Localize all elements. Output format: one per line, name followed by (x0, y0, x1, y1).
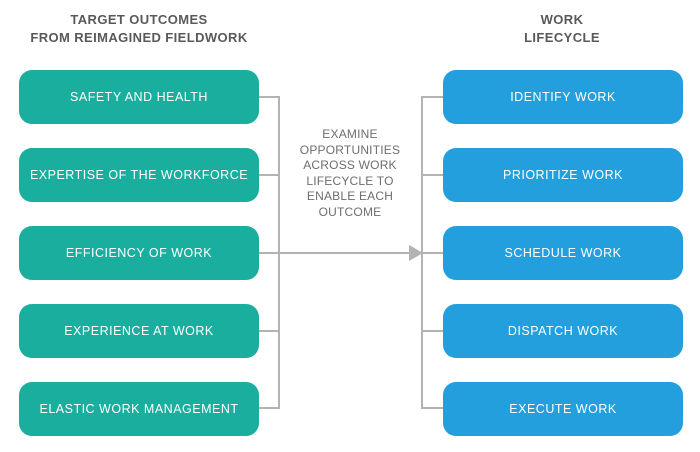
outcome-box-safety-and-health[interactable]: SAFETY AND HEALTH (19, 70, 259, 124)
left-column-heading: TARGET OUTCOMES FROM REIMAGINED FIELDWOR… (14, 11, 264, 47)
connector-left-2 (259, 252, 280, 254)
left-column-heading-line2: FROM REIMAGINED FIELDWORK (30, 30, 248, 45)
outcome-label: SAFETY AND HEALTH (70, 89, 208, 104)
outcome-label: EXPERTISE OF THE WORKFORCE (29, 167, 249, 182)
right-column-heading-line1: WORK (540, 12, 584, 27)
outcome-box-expertise-of-the-workforce[interactable]: EXPERTISE OF THE WORKFORCE (19, 148, 259, 202)
outcome-label: EXPERIENCE AT WORK (64, 323, 214, 338)
outcome-box-experience-at-work[interactable]: EXPERIENCE AT WORK (19, 304, 259, 358)
outcome-label: EFFICIENCY OF WORK (65, 245, 213, 260)
outcome-box-efficiency-of-work[interactable]: EFFICIENCY OF WORK (19, 226, 259, 280)
connector-left-1 (259, 174, 280, 176)
connector-left-0 (259, 96, 280, 98)
connector-right-1 (421, 174, 443, 176)
center-connector-line (278, 252, 412, 254)
stage-label: SCHEDULE WORK (504, 245, 622, 260)
center-caption: EXAMINE OPPORTUNITIES ACROSS WORK LIFECY… (299, 127, 401, 219)
connector-right-2 (421, 252, 443, 254)
arrow-right-icon (409, 245, 423, 261)
stage-label: DISPATCH WORK (507, 323, 619, 338)
right-column-heading-line2: LIFECYCLE (524, 30, 600, 45)
right-column-heading: WORK LIFECYCLE (438, 11, 686, 47)
connector-right-0 (421, 96, 443, 98)
stage-box-prioritize-work[interactable]: PRIORITIZE WORK (443, 148, 683, 202)
stage-box-execute-work[interactable]: EXECUTE WORK (443, 382, 683, 436)
connector-left-3 (259, 330, 280, 332)
stage-box-schedule-work[interactable]: SCHEDULE WORK (443, 226, 683, 280)
left-column-heading-line1: TARGET OUTCOMES (70, 12, 208, 27)
connector-right-3 (421, 330, 443, 332)
stage-box-identify-work[interactable]: IDENTIFY WORK (443, 70, 683, 124)
connector-right-4 (421, 407, 443, 409)
stage-label: PRIORITIZE WORK (503, 167, 623, 182)
stage-label: IDENTIFY WORK (510, 89, 616, 104)
outcome-box-elastic-work-management[interactable]: ELASTIC WORK MANAGEMENT (19, 382, 259, 436)
stage-box-dispatch-work[interactable]: DISPATCH WORK (443, 304, 683, 358)
stage-label: EXECUTE WORK (509, 401, 617, 416)
outcome-label: ELASTIC WORK MANAGEMENT (39, 401, 239, 416)
connector-left-4 (259, 407, 280, 409)
